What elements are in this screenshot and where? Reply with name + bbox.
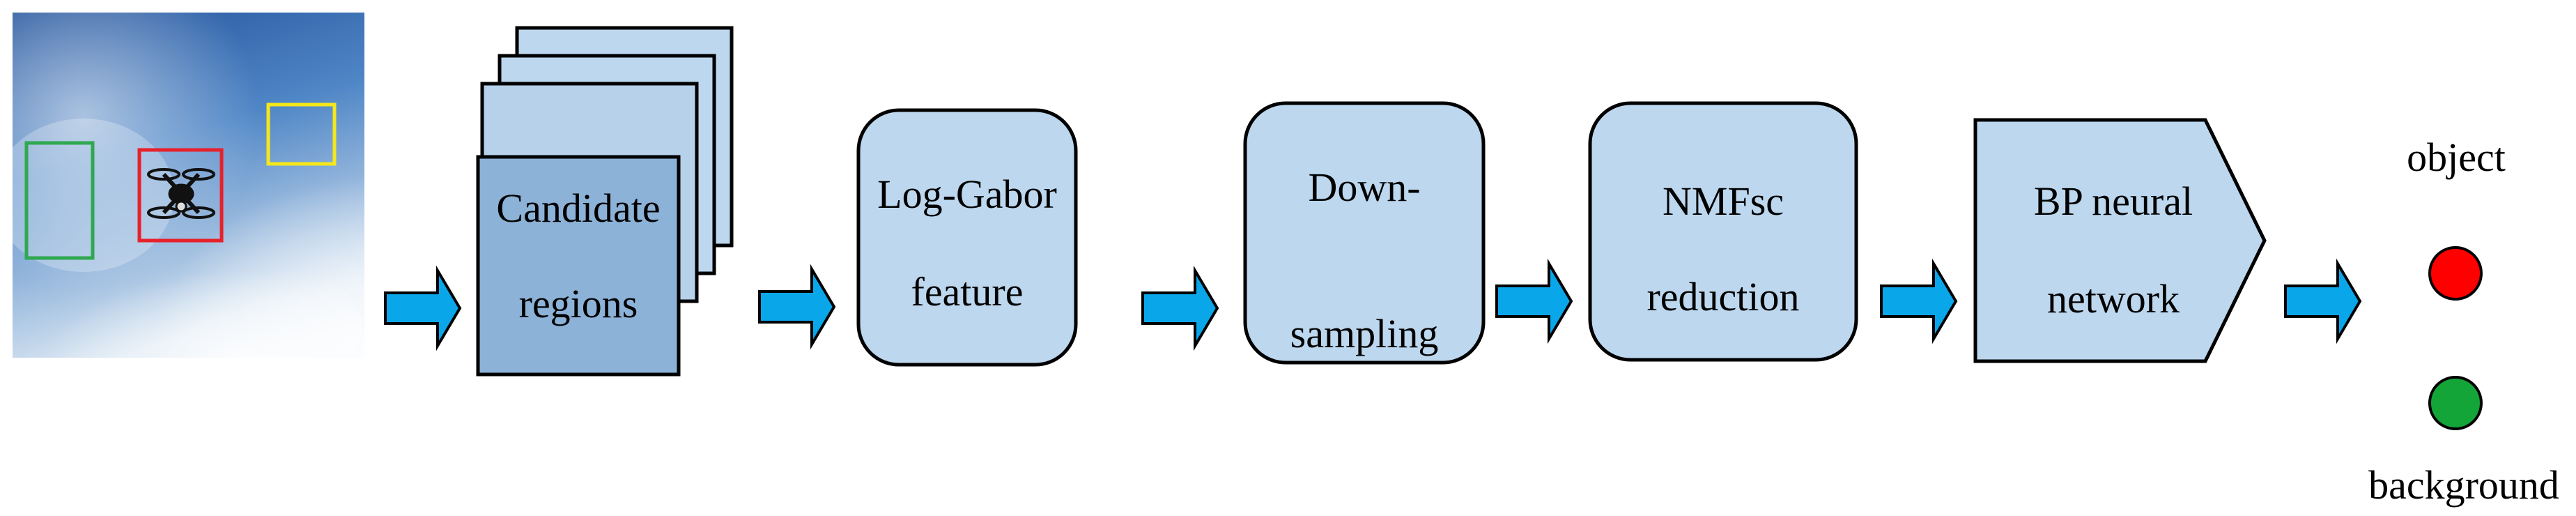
- flow-arrow-6: [2284, 258, 2362, 344]
- nmfsc-box: [1588, 101, 1858, 362]
- bp-network-box: [1973, 118, 2267, 363]
- background-dot: [2428, 376, 2483, 430]
- down-sampling-box: [1243, 101, 1486, 365]
- log-gabor-label-1: Log-Gabor: [877, 172, 1057, 217]
- flow-arrow-5: [1880, 258, 1958, 344]
- candidate-box-red: [137, 148, 224, 243]
- candidate-box-green: [24, 141, 95, 260]
- flow-arrow-2: [758, 264, 836, 350]
- input-image: [0, 13, 481, 425]
- bp-network-label-1: BP neural: [2034, 179, 2193, 224]
- drone-icon: [147, 168, 215, 219]
- log-gabor-box: [856, 108, 1078, 367]
- background-label: background: [2368, 462, 2559, 508]
- object-label: object: [2407, 135, 2506, 180]
- nmfsc-label-2: reduction: [1646, 274, 1799, 319]
- candidate-box-yellow: [266, 103, 337, 166]
- log-gabor-label-2: feature: [911, 269, 1024, 314]
- flow-arrow-1: [384, 265, 462, 351]
- object-dot: [2428, 246, 2483, 301]
- candidate-regions-label-1: Candidate: [496, 185, 660, 231]
- flow-arrow-3: [1141, 265, 1219, 351]
- flow-arrow-4: [1495, 258, 1573, 344]
- candidate-regions-label-2: regions: [519, 281, 638, 326]
- candidate-regions-box: [476, 155, 681, 377]
- down-sampling-label-2: sampling: [1290, 311, 1439, 356]
- nmfsc-label-1: NMFsc: [1663, 179, 1784, 224]
- bp-network-label-2: network: [2047, 276, 2180, 321]
- down-sampling-label-1: Down-: [1308, 165, 1420, 210]
